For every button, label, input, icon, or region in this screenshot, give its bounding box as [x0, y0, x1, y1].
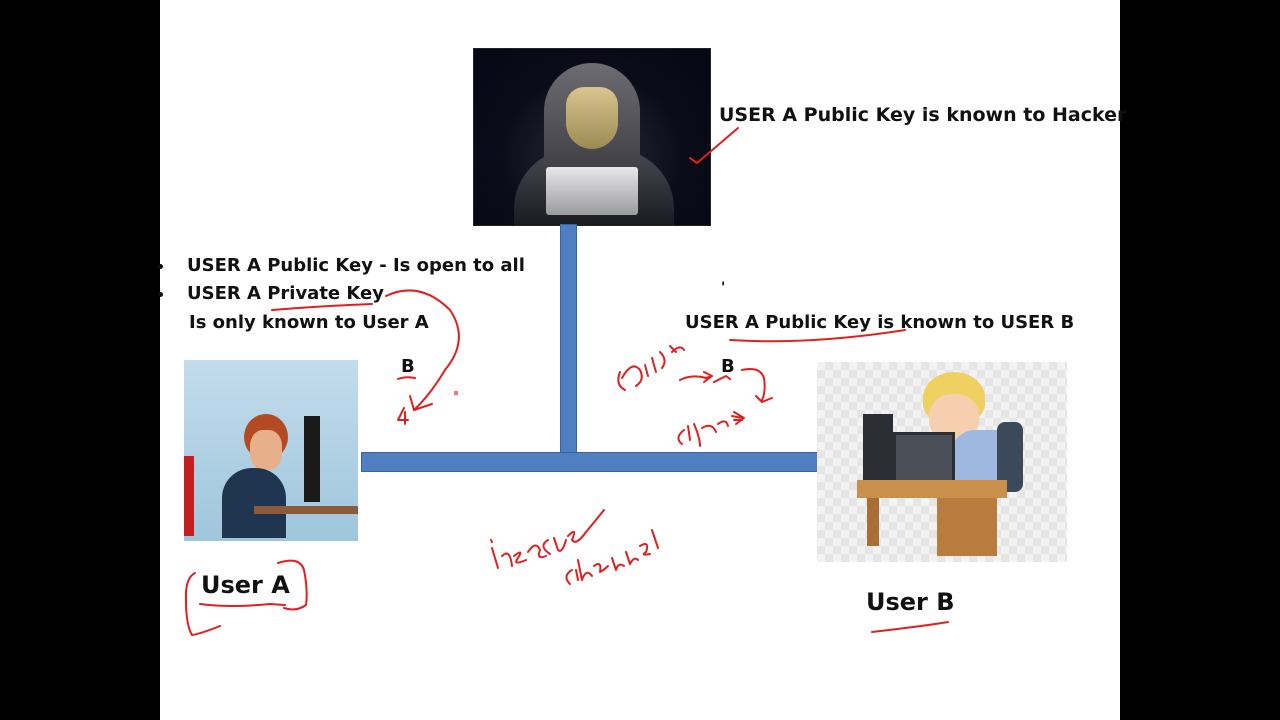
user-a-body — [222, 468, 286, 538]
channel-vertical-pipe — [560, 224, 577, 462]
desk — [254, 506, 358, 514]
hacker-mask — [566, 87, 618, 149]
chair — [184, 456, 194, 536]
laptop-icon — [546, 167, 638, 215]
tick-mark: ' — [721, 280, 726, 296]
bullet-dot — [158, 292, 163, 297]
desk-leg — [867, 498, 879, 546]
bullet-private-key: USER A Private Key — [187, 283, 384, 304]
desk-top — [857, 480, 1007, 498]
hacker-image — [473, 48, 711, 226]
monitor-icon — [304, 416, 320, 502]
user-b-image — [817, 362, 1067, 562]
desk-drawers — [937, 498, 997, 556]
hacker-caption: USER A Public Key is known to Hacker — [719, 104, 1127, 126]
user-a-image — [184, 360, 358, 541]
channel-horizontal-pipe — [361, 452, 818, 472]
user-a-label: User A — [201, 571, 290, 599]
bullet-continuation: Is only known to User A — [189, 312, 429, 333]
left-b-label: B — [401, 356, 415, 377]
monitor-icon — [863, 414, 893, 480]
right-b-label: B — [721, 356, 735, 377]
user-b-caption: USER A Public Key is known to USER B — [685, 312, 1075, 333]
bullet-public-key: USER A Public Key - Is open to all — [187, 255, 525, 276]
user-a-face — [250, 430, 282, 470]
user-b-label: User B — [866, 588, 955, 616]
bullet-dot — [158, 264, 163, 269]
